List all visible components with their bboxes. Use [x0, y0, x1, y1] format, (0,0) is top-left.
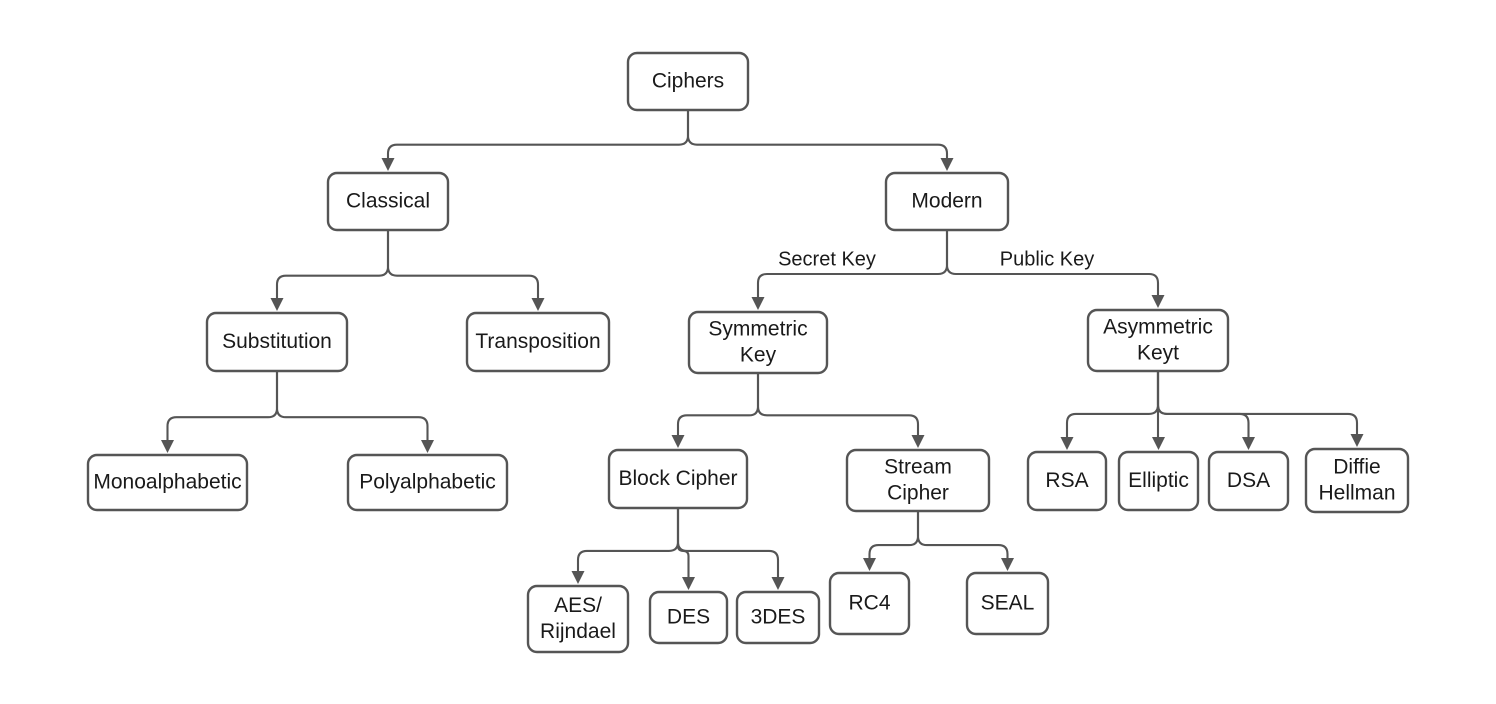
node-label-rc4: RC4 [848, 591, 890, 614]
node-box-transposition [465, 311, 611, 373]
node-box-block [607, 448, 749, 510]
node-aes[interactable]: AES/Rijndael [526, 584, 630, 654]
node-label-rsa: RSA [1045, 469, 1088, 492]
node-label-transposition: Transposition [475, 330, 600, 353]
node-box-classical [326, 171, 450, 232]
node-label-dsa: DSA [1227, 469, 1270, 492]
node-seal[interactable]: SEAL [965, 571, 1050, 636]
edge-symmetric-to-block [671, 371, 760, 448]
node-transposition[interactable]: Transposition [465, 311, 611, 373]
node-label-substitution: Substitution [222, 330, 332, 353]
node-box-rc4 [828, 571, 911, 636]
edge-layer [161, 108, 1364, 590]
node-box-elliptic [1117, 450, 1200, 512]
edge-stream-to-rc4 [863, 509, 920, 571]
edge-label-layer: Secret Key Public Key [778, 248, 1094, 270]
node-box-poly [346, 453, 509, 512]
node-box-seal [965, 571, 1050, 636]
node-box-aes [526, 584, 630, 654]
public-key-label: Public Key [1000, 248, 1095, 270]
edge-modern-to-asymmetric [945, 228, 1165, 308]
node-ciphers[interactable]: Ciphers [626, 51, 750, 112]
node-box-tripledes [735, 590, 821, 645]
node-substitution[interactable]: Substitution [205, 311, 349, 373]
node-elliptic[interactable]: Elliptic [1117, 450, 1200, 512]
node-box-dsa [1207, 450, 1290, 512]
edge-stream-to-seal [916, 509, 1014, 571]
edge-substitution-to-mono [161, 369, 279, 453]
node-label-aes: AES/Rijndael [540, 594, 616, 643]
node-label-seal: SEAL [981, 591, 1035, 614]
edge-classical-to-substitution [270, 228, 390, 311]
edge-symmetric-to-stream [756, 371, 925, 448]
node-box-rsa [1026, 450, 1108, 512]
edge-substitution-to-poly [275, 369, 434, 453]
node-block[interactable]: Block Cipher [607, 448, 749, 510]
node-rsa[interactable]: RSA [1026, 450, 1108, 512]
edge-classical-to-transposition [386, 228, 545, 311]
secret-key-label: Secret Key [778, 248, 876, 270]
node-label-elliptic: Elliptic [1128, 469, 1189, 492]
node-mono[interactable]: Monoalphabetic [86, 453, 249, 512]
node-box-asymmetric [1086, 308, 1230, 373]
node-poly[interactable]: Polyalphabetic [346, 453, 509, 512]
node-dsa[interactable]: DSA [1207, 450, 1290, 512]
node-box-substitution [205, 311, 349, 373]
node-tripledes[interactable]: 3DES [735, 590, 821, 645]
node-box-des [648, 590, 729, 645]
edge-asymmetric-to-diffie [1156, 369, 1364, 447]
node-box-symmetric [687, 310, 829, 375]
node-modern[interactable]: Modern [884, 171, 1010, 232]
node-label-block: Block Cipher [618, 467, 737, 490]
node-label-tripledes: 3DES [751, 605, 806, 628]
node-label-modern: Modern [911, 189, 982, 212]
node-rc4[interactable]: RC4 [828, 571, 911, 636]
edge-block-to-tripledes [676, 506, 785, 590]
node-box-ciphers [626, 51, 750, 112]
node-label-des: DES [667, 605, 710, 628]
node-label-poly: Polyalphabetic [359, 470, 496, 493]
node-classical[interactable]: Classical [326, 171, 450, 232]
edge-ciphers-to-modern [686, 108, 954, 171]
node-label-mono: Monoalphabetic [93, 470, 241, 493]
node-box-modern [884, 171, 1010, 232]
node-label-classical: Classical [346, 189, 430, 212]
edge-asymmetric-to-dsa [1156, 369, 1255, 450]
node-box-mono [86, 453, 249, 512]
node-box-diffie [1304, 447, 1410, 514]
node-des[interactable]: DES [648, 590, 729, 645]
edge-block-to-aes [571, 506, 680, 584]
node-label-ciphers: Ciphers [652, 69, 724, 92]
edge-asymmetric-to-rsa [1060, 369, 1160, 450]
node-box-stream [845, 448, 991, 513]
edge-ciphers-to-classical [381, 108, 690, 171]
